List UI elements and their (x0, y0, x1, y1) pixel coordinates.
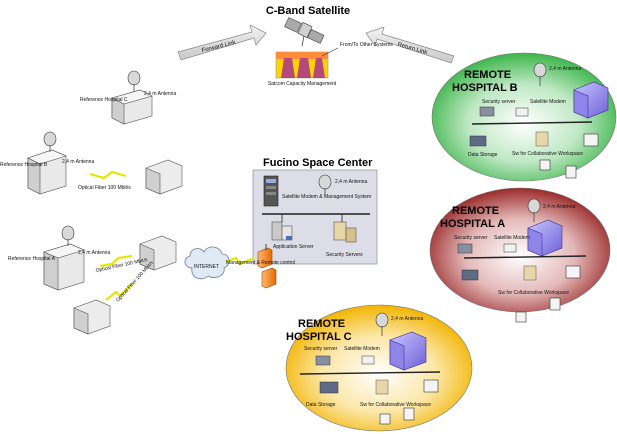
ref-b-antenna-label: 2,4 m Antenna (62, 159, 94, 165)
app-server-label: Application Server (273, 244, 314, 250)
forward-link-arrow: Forward Link (177, 24, 267, 61)
remote-c-sw-label: Sw for Collaborative Workspace (360, 402, 431, 408)
remote-b-pc2-icon (539, 159, 551, 171)
remote-a-pc2-icon (515, 311, 527, 323)
remote-c-title-2: HOSPITAL C (286, 331, 352, 343)
ref-a-server-icon (139, 235, 177, 271)
diagram-title: C-Band Satellite (266, 5, 350, 17)
remote-c-pc-icon (403, 407, 415, 421)
internet-cloud-icon (184, 246, 230, 280)
remote-c-antenna-icon (375, 312, 389, 336)
internet-label: INTERNET (194, 264, 219, 270)
remote-a-storage-icon (461, 269, 479, 281)
remote-c-antenna-label: 2,4 m Antenna (391, 316, 423, 322)
remote-b-modem-label: Satellite Modem (530, 99, 566, 105)
remote-a-antenna-icon (527, 198, 541, 222)
modem-rack-icon (263, 175, 279, 207)
security-servers-label: Security Servers (326, 252, 363, 258)
fucino-antenna-label: 2,4 m Antenna (335, 179, 367, 185)
remote-c-security-label: Security server (304, 346, 338, 352)
remote-a-modem-label: Satellite Modem (494, 235, 530, 241)
fiber-link-b (89, 170, 127, 180)
remote-hospital-b-zone (431, 52, 617, 182)
remote-b-monitor-icon (583, 133, 599, 147)
fucino-modem-label: Satellite Modem & Management System (282, 194, 371, 200)
remote-c-hospital-icon (389, 331, 427, 371)
remote-b-hospital-icon (573, 81, 609, 119)
remote-b-antenna-label: 2,4 m Antenna (549, 66, 581, 72)
remote-b-antenna-icon (533, 62, 547, 86)
internet-link (225, 256, 255, 266)
remote-b-sw-label: Sw for Collaborative Workspace (512, 151, 583, 157)
remote-c-modem-icon (361, 355, 375, 365)
satellite-icon (284, 17, 325, 47)
remote-b-title-2: HOSPITAL B (452, 82, 518, 94)
remote-a-security-label: Security server (454, 235, 488, 241)
remote-c-pc2-icon (379, 413, 391, 425)
remote-b-modem-icon (515, 107, 529, 117)
remote-b-storage-label: Data Storage (468, 152, 498, 158)
remote-b-security-server-icon (479, 106, 495, 117)
reference-hospital-a (43, 225, 85, 291)
remote-a-monitor-icon (565, 265, 581, 279)
antenna-dish-icon (127, 70, 141, 86)
fucino-antenna-icon (318, 174, 332, 196)
remote-c-workspace-server-icon (375, 379, 389, 395)
remote-c-storage-icon (319, 381, 339, 394)
remote-b-lan (471, 121, 593, 125)
ref-b-server-icon (145, 159, 183, 195)
ref-hospital-b-label: Reference Hospital B (0, 162, 48, 168)
remote-a-workspace-server-icon (523, 265, 537, 281)
ref-hospital-c-label: Reference Hospital C (80, 97, 128, 103)
fucino-title: Fucino Space Center (263, 157, 373, 169)
fiber-link-a1 (99, 254, 133, 268)
remote-a-sw-label: Sw for Collaborative Workspace (498, 290, 569, 296)
remote-c-security-server-icon (315, 355, 331, 366)
satcom-capacity-block (275, 51, 329, 79)
remote-c-modem-label: Satellite Modem (344, 346, 380, 352)
ref-a-server2-icon (73, 299, 111, 335)
remote-c-monitor-icon (423, 379, 439, 393)
satcom-label: Satcom Capacity Management (268, 81, 337, 87)
remote-b-pc-icon (565, 165, 577, 179)
remote-a-lan (463, 255, 587, 259)
remote-a-modem-icon (503, 243, 517, 253)
from-to-label: From/To Other Systems (340, 42, 393, 48)
remote-c-lan (299, 371, 441, 375)
remote-b-workspace-server-icon (535, 131, 549, 147)
firewall-icon (257, 247, 277, 289)
antenna-dish-icon (43, 131, 57, 147)
remote-c-title-1: REMOTE (298, 318, 345, 330)
antenna-dish-icon (61, 225, 75, 241)
fiber-link-a2 (105, 283, 133, 301)
remote-a-antenna-label: 2,4 m Antenna (543, 204, 575, 210)
ref-a-antenna-label: 2,4 m Antenna (78, 250, 110, 256)
remote-hospital-c-zone (285, 304, 473, 432)
reference-hospital-c (111, 70, 153, 125)
remote-a-title-2: HOSPITAL A (440, 218, 505, 230)
ref-b-fiber-label: Optical Fiber 100 Mbit/s (78, 185, 131, 191)
app-server-icon (271, 221, 293, 241)
reference-hospital-b (27, 131, 67, 195)
remote-a-pc-icon (549, 297, 561, 311)
remote-b-storage-icon (469, 135, 487, 147)
security-servers-icon (333, 221, 357, 243)
mgmt-label: Management & Remote control (226, 260, 295, 266)
remote-a-security-server-icon (457, 243, 473, 254)
remote-c-storage-label: Data Storage (306, 402, 336, 408)
remote-b-title-1: REMOTE (464, 69, 511, 81)
remote-a-title-1: REMOTE (452, 205, 499, 217)
remote-b-security-label: Security server (482, 99, 516, 105)
ref-hospital-a-label: Reference Hospital A (8, 256, 56, 262)
ref-c-antenna-label: 2,4 m Antenna (144, 91, 176, 97)
remote-a-hospital-icon (527, 219, 563, 257)
